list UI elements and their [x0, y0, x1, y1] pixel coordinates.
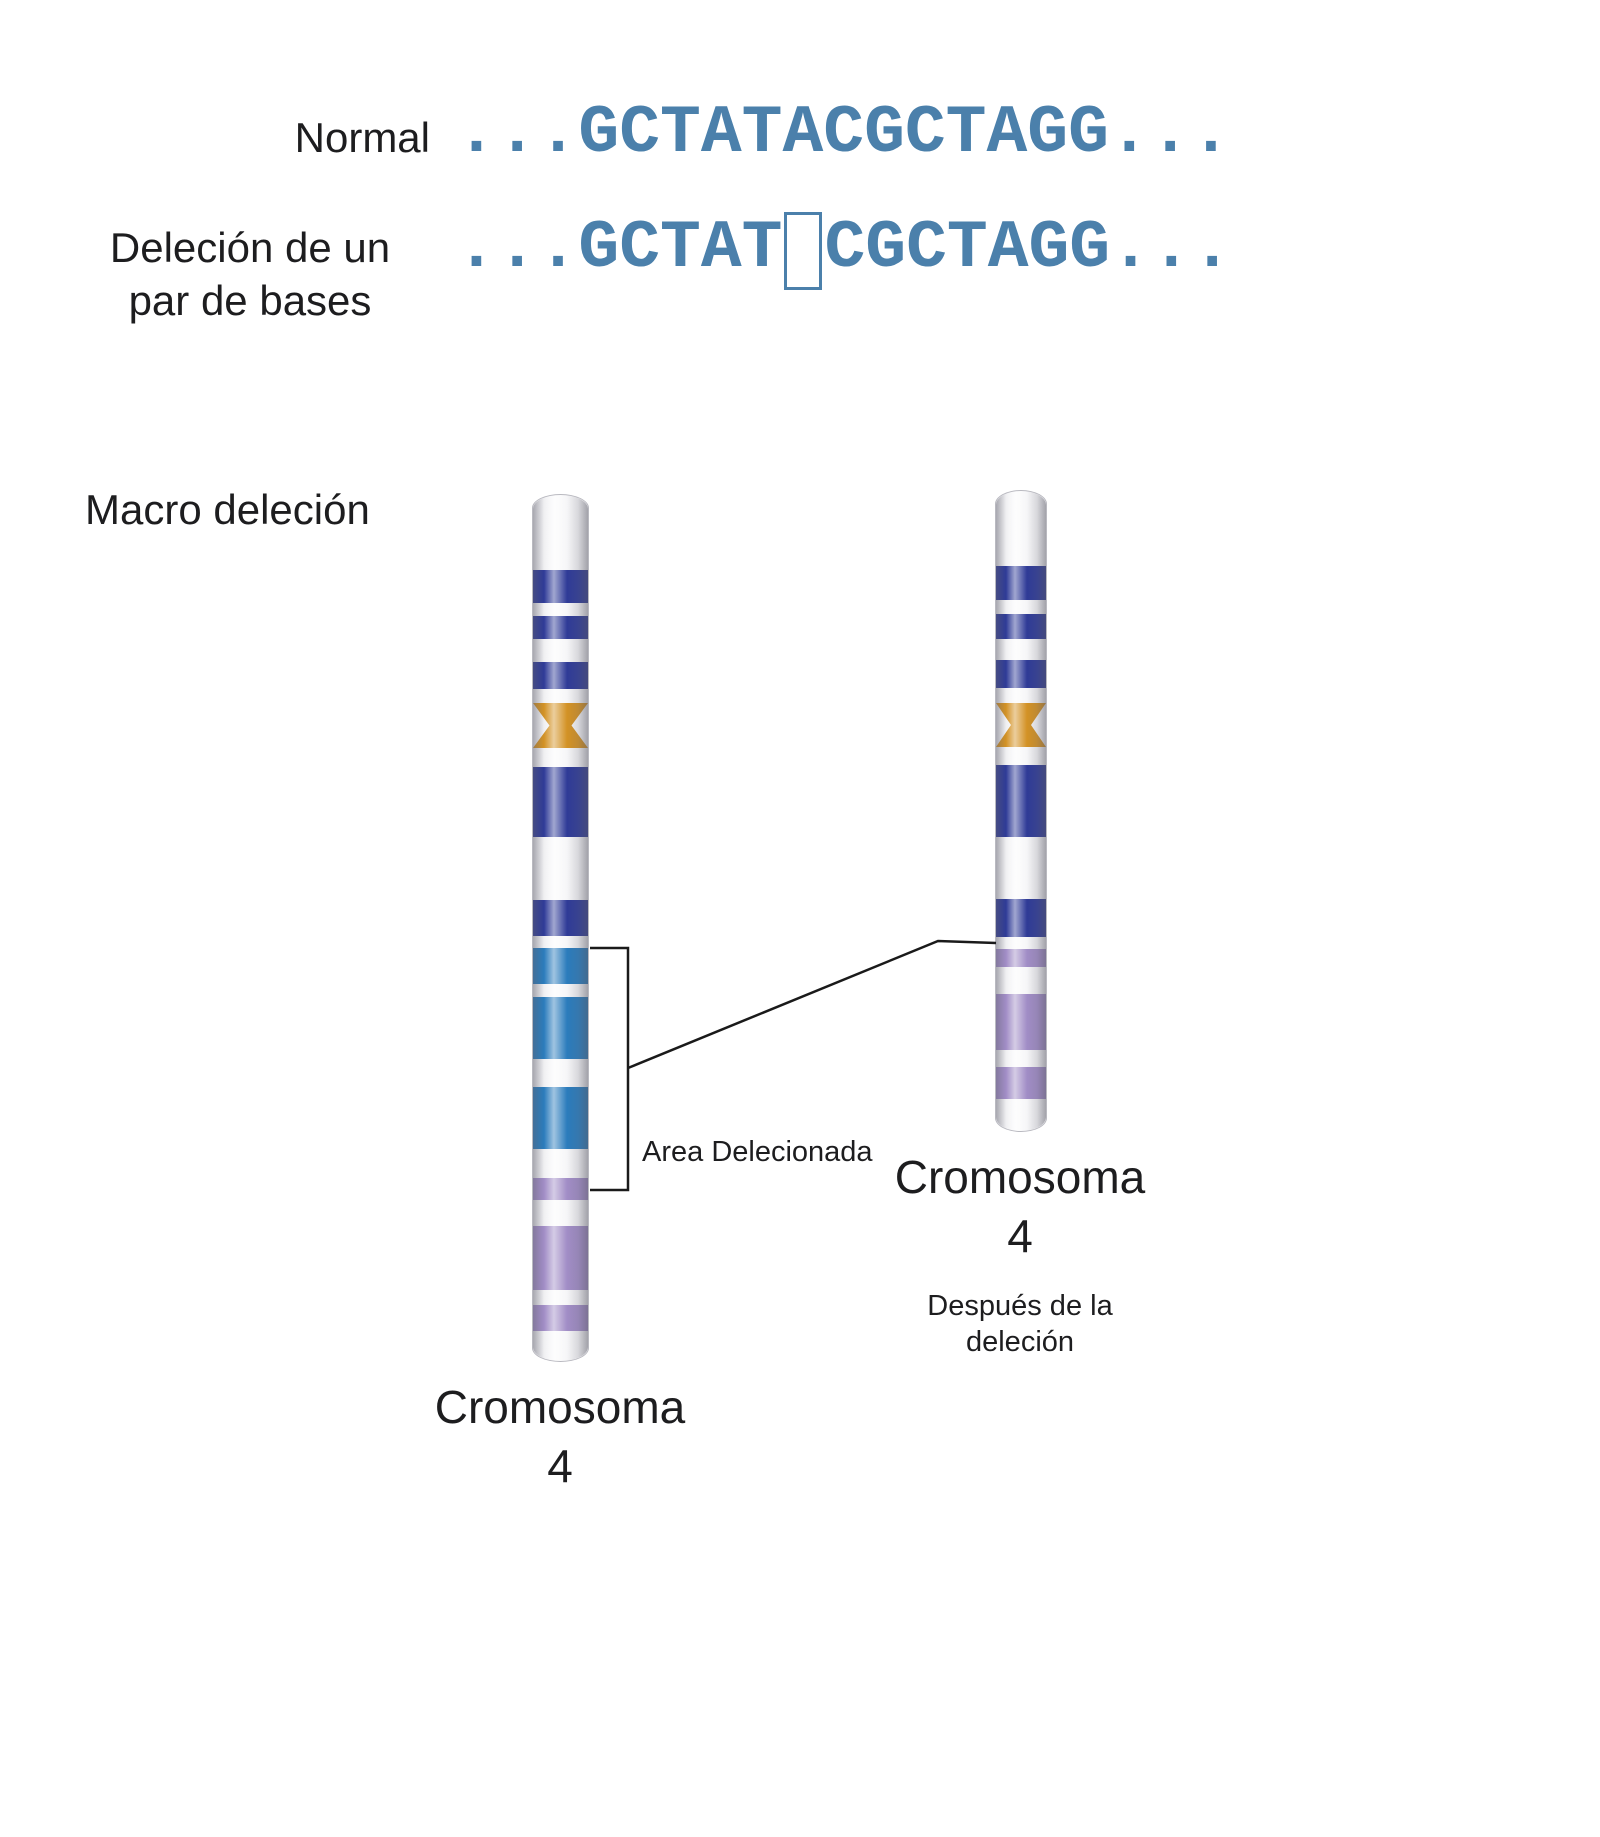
darkBlue-band — [533, 570, 588, 603]
lightBlue-band — [533, 948, 588, 984]
normal-row-label: Normal — [294, 114, 430, 161]
normal-sequence: ...GCTATACGCTAGG... — [456, 100, 1231, 168]
deletion-row-label-line1: Deleción de un — [109, 224, 391, 271]
deleted-base-box — [784, 212, 823, 290]
right-chromosome-subtitle-line1: Después de la — [927, 1289, 1113, 1322]
chromosome-4-after-deletion — [995, 490, 1047, 1132]
purple-band — [533, 1226, 588, 1290]
darkBlue-band — [533, 616, 588, 639]
darkBlue-band — [996, 566, 1046, 600]
left-chromosome-caption-name: Cromosoma — [434, 1381, 686, 1433]
purple-band — [533, 1305, 588, 1331]
deletion-sequence-bases-after: CGCTAGG — [824, 210, 1111, 287]
right-chromosome-caption-name: Cromosoma — [894, 1151, 1146, 1203]
deletion-row-label: Deleción de un par de bases — [85, 222, 415, 327]
normal-sequence-trailing-dots: ... — [1108, 95, 1232, 172]
darkBlue-band — [996, 899, 1046, 937]
deleted-area-bracket — [590, 946, 630, 1192]
deletion-connector-line — [627, 939, 997, 1070]
right-chromosome-caption-subtitle: Después de la deleción — [870, 1288, 1170, 1361]
right-chromosome-caption-number: 4 — [1007, 1209, 1033, 1262]
darkBlue-band — [996, 660, 1046, 688]
lightBlue-band — [533, 997, 588, 1059]
deletion-sequence-bases-before: GCTAT — [578, 210, 783, 287]
deleted-area-label: Area Delecionada — [642, 1136, 873, 1168]
centromere-band — [533, 703, 588, 748]
deletion-row-label-line2: par de bases — [128, 276, 372, 324]
right-chromosome-caption: Cromosoma 4 Después de la deleción — [870, 1148, 1170, 1360]
normal-sequence-bases: GCTATACGCTAGG — [578, 95, 1109, 172]
right-chromosome-subtitle-line2: deleción — [965, 1326, 1075, 1358]
purple-band — [996, 994, 1046, 1050]
deletion-sequence-trailing-dots: ... — [1110, 210, 1233, 287]
purple-band — [996, 949, 1046, 967]
darkBlue-band — [533, 767, 588, 837]
deletion-sequence-leading-dots: ... — [456, 210, 579, 287]
lightBlue-band — [533, 1087, 588, 1149]
centromere-band — [996, 703, 1046, 747]
left-chromosome-caption: Cromosoma 4 — [410, 1378, 710, 1496]
chromosome-4-normal — [532, 494, 589, 1362]
macro-deletion-label: Macro deleción — [85, 486, 370, 533]
darkBlue-band — [996, 765, 1046, 837]
darkBlue-band — [996, 614, 1046, 639]
purple-band — [533, 1178, 588, 1200]
darkBlue-band — [533, 662, 588, 689]
normal-sequence-leading-dots: ... — [456, 95, 579, 172]
darkBlue-band — [533, 900, 588, 936]
purple-band — [996, 1067, 1046, 1099]
left-chromosome-caption-number: 4 — [547, 1439, 573, 1492]
